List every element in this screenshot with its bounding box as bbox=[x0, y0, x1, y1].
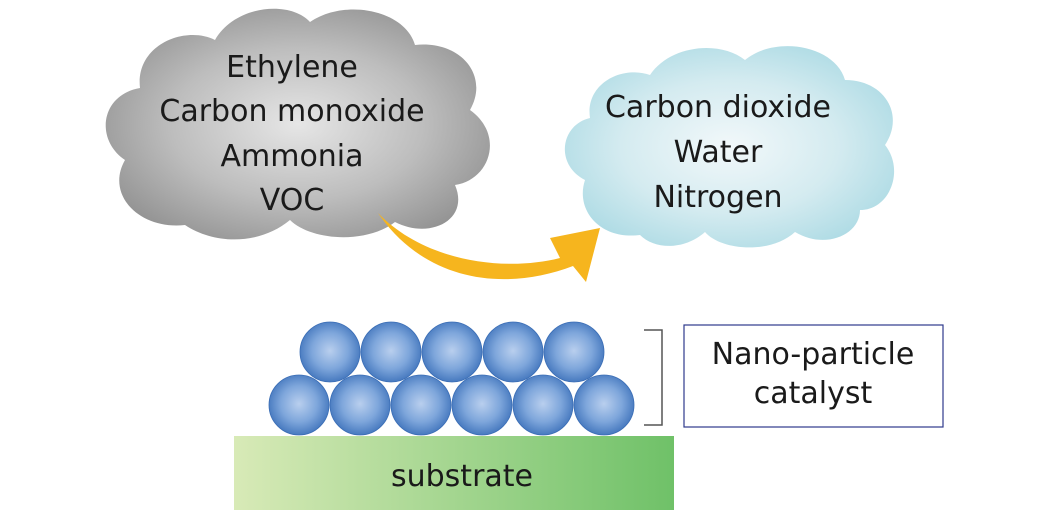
catalyst-label-line-2: catalyst bbox=[754, 376, 873, 411]
nano-particle-bottom-4 bbox=[451, 374, 513, 436]
catalyst-bracket bbox=[644, 329, 663, 426]
nano-particle-bottom-6 bbox=[573, 374, 635, 436]
input-gas-ethylene: Ethylene bbox=[226, 50, 358, 85]
input-cloud-shape bbox=[105, 8, 490, 240]
nano-particle-bottom-3 bbox=[390, 374, 452, 436]
nano-particle-bottom-2 bbox=[329, 374, 391, 436]
input-gas-ammonia: Ammonia bbox=[220, 139, 363, 174]
input-gas-carbon-monoxide: Carbon monoxide bbox=[159, 94, 424, 129]
output-gas-carbon-dioxide: Carbon dioxide bbox=[605, 90, 831, 125]
catalyst-label-box: Nano-particle catalyst bbox=[683, 324, 944, 428]
nano-particle-top-2 bbox=[360, 321, 422, 383]
nano-particle-top-4 bbox=[482, 321, 544, 383]
output-cloud: Carbon dioxide Water Nitrogen bbox=[564, 46, 895, 248]
input-cloud: Ethylene Carbon monoxide Ammonia VOC bbox=[105, 8, 490, 240]
nano-particle-top-3 bbox=[421, 321, 483, 383]
output-cloud-shape bbox=[564, 46, 895, 248]
nano-particle-layer bbox=[268, 321, 635, 436]
catalyst-label-border bbox=[683, 324, 944, 428]
substrate: substrate bbox=[234, 436, 674, 510]
catalyst-label-line-1: Nano-particle bbox=[712, 337, 915, 372]
nano-particle-bottom-1 bbox=[268, 374, 330, 436]
substrate-layer bbox=[234, 436, 674, 510]
output-gas-nitrogen: Nitrogen bbox=[653, 180, 782, 215]
substrate-label: substrate bbox=[391, 459, 533, 494]
nano-particle-top-5 bbox=[543, 321, 605, 383]
nano-particle-top-1 bbox=[299, 321, 361, 383]
input-gas-voc: VOC bbox=[260, 183, 325, 218]
conversion-arrow bbox=[378, 213, 600, 282]
conversion-arrow-body bbox=[378, 213, 600, 282]
output-gas-water: Water bbox=[674, 135, 763, 170]
nano-particle-bottom-5 bbox=[512, 374, 574, 436]
